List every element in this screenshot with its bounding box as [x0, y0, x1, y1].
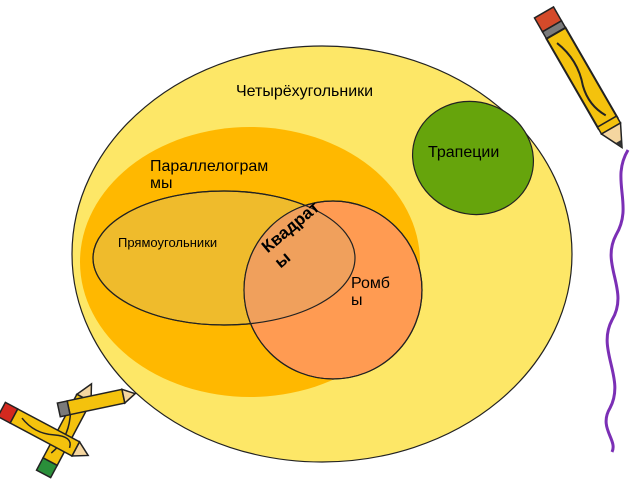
squares-intersection	[244, 201, 355, 325]
rectangles-outline	[92, 190, 356, 326]
wavy-line	[604, 149, 630, 453]
pencil-icon	[533, 5, 623, 150]
quadrilaterals-label: Четырёхугольники	[236, 83, 374, 100]
rectangles-label: Прямоугольники	[118, 235, 218, 250]
crossed-pencils-icon	[0, 382, 137, 479]
rhombuses-outline	[243, 200, 423, 380]
rhombuses-label: Ромбы	[351, 275, 390, 309]
trapezoids-ellipse	[411, 100, 535, 216]
parallelograms-label: Параллелограммы	[150, 158, 269, 192]
trapezoids-label: Трапеции	[428, 144, 500, 161]
